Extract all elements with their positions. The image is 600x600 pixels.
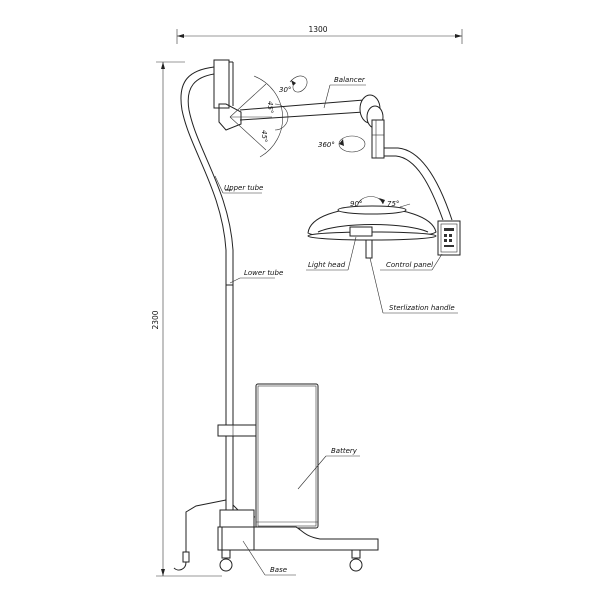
width-dimension: 1300 bbox=[176, 25, 463, 44]
label-upper-tube: Upper tube bbox=[224, 184, 263, 192]
battery-unit bbox=[217, 383, 319, 529]
base-part bbox=[217, 509, 379, 572]
top-bracket bbox=[213, 59, 234, 109]
height-dimension-text: 2300 bbox=[151, 310, 160, 329]
balancer-arm bbox=[239, 94, 385, 159]
extension-arm bbox=[384, 147, 453, 221]
lower-45-angle: 45° bbox=[260, 130, 268, 142]
label-control-panel: Control panel bbox=[386, 261, 433, 269]
rotation-symbol: 360° bbox=[318, 135, 366, 153]
callouts: Balancer Upper tube Lower tube Light hea… bbox=[214, 76, 458, 576]
control-panel-part bbox=[437, 220, 461, 256]
sterilization-handle-part bbox=[365, 239, 373, 259]
label-base: Base bbox=[270, 566, 287, 574]
label-lower-tube: Lower tube bbox=[244, 269, 283, 277]
label-battery: Battery bbox=[331, 447, 358, 455]
label-sterilization-handle: Sterlization handle bbox=[389, 304, 455, 312]
tilt-rotation-symbol: 30° bbox=[279, 75, 308, 94]
label-balancer: Balancer bbox=[334, 76, 366, 84]
height-dimension: 2300 bbox=[151, 61, 222, 577]
head-right-angle: 75° bbox=[387, 200, 399, 208]
light-head: 90° 75° bbox=[307, 196, 437, 241]
head-left-angle: 90° bbox=[350, 200, 362, 208]
width-dimension-text: 1300 bbox=[308, 25, 327, 34]
label-light-head: Light head bbox=[308, 261, 346, 269]
rotation-angle: 360° bbox=[318, 141, 335, 149]
tilt-angle: 30° bbox=[279, 86, 291, 94]
pole bbox=[180, 66, 234, 510]
